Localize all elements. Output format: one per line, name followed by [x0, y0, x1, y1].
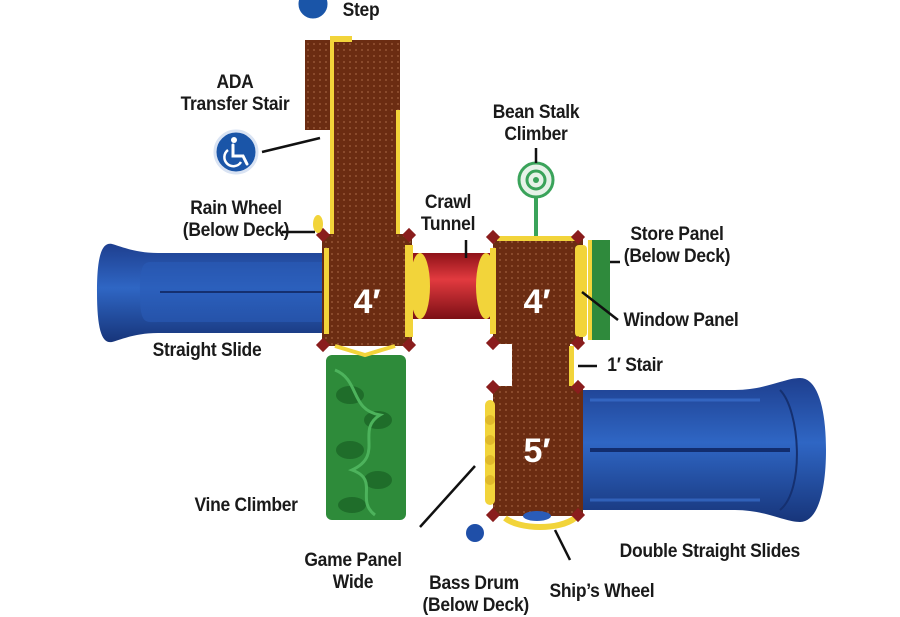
vine-climber-label: Vine Climber — [194, 495, 298, 516]
ada-transfer-stair — [305, 36, 400, 235]
bass-drum-label: Bass Drum(Below Deck) — [422, 573, 529, 616]
store-panel-label: Store Panel(Below Deck) — [623, 224, 731, 267]
one-foot-stair — [512, 344, 574, 389]
bean-stalk-climber — [517, 161, 555, 236]
double-straight-slides-label: Double Straight Slides — [619, 541, 801, 562]
store-panel — [588, 240, 610, 340]
ships-wheel — [523, 511, 551, 521]
straight-slide — [97, 243, 330, 343]
leader-lines — [261, 136, 620, 561]
rain-wheel — [313, 215, 323, 233]
crawl-tunnel — [410, 253, 496, 319]
deck-b — [485, 229, 587, 351]
wheelchair-icon — [213, 129, 259, 175]
step-label: Step — [342, 0, 380, 21]
straight-slide-label: Straight Slide — [152, 340, 262, 361]
ships-wheel-label: Ship’s Wheel — [549, 581, 655, 602]
deck-a-height: 4′ — [353, 283, 381, 321]
one-foot-stair-label: 1′ Stair — [607, 355, 663, 376]
wheelchair-icon — [295, 0, 331, 22]
bass-drum — [466, 524, 484, 542]
deck-b-height: 4′ — [523, 283, 551, 321]
rain-wheel-label: Rain Wheel(Below Deck) — [182, 198, 290, 241]
window-panel-label: Window Panel — [623, 310, 739, 331]
deck-c — [485, 379, 586, 530]
deck-c-height: 5′ — [523, 432, 551, 470]
vine-climber — [326, 355, 406, 520]
double-straight-slides — [575, 378, 826, 522]
playground-layout — [97, 0, 826, 561]
deck-a — [315, 227, 417, 358]
